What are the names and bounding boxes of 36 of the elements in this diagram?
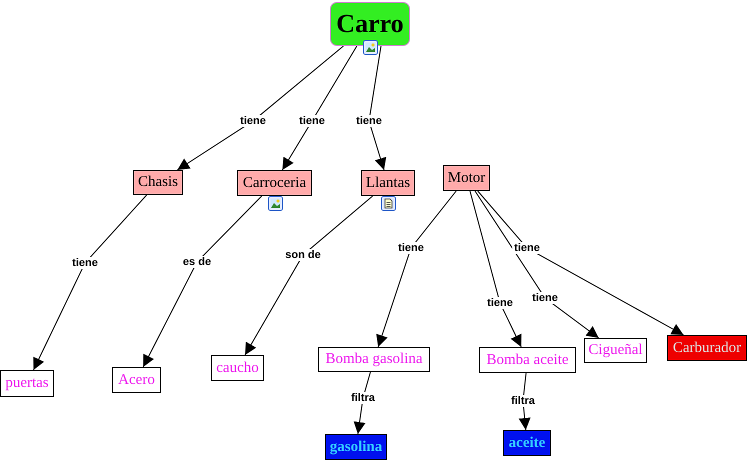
arrow — [474, 190, 600, 338]
edge-label: filtra — [349, 392, 377, 404]
concept-box: Bomba aceite — [479, 347, 576, 373]
concept-box: Bomba gasolina — [318, 347, 430, 372]
concept-box: Cigueñal — [584, 338, 647, 363]
arrow — [142, 196, 262, 368]
arrow — [244, 196, 374, 356]
concept-box: gasolina — [325, 434, 387, 460]
concept-box: Carroceria — [237, 170, 312, 196]
concept-box: puertas — [0, 370, 54, 397]
concept-box: Motor — [443, 165, 490, 191]
edge-label: tiene — [512, 242, 542, 254]
concept-box: Acero — [112, 367, 161, 393]
arrow — [33, 194, 148, 370]
edge-label: tiene — [297, 115, 327, 127]
concept-box: Carro — [330, 2, 410, 46]
arrow — [176, 46, 344, 170]
edge-label: tiene — [530, 292, 560, 304]
arrow — [376, 190, 457, 348]
arrow — [368, 46, 386, 170]
concept-box: caucho — [211, 355, 264, 381]
arrow — [282, 46, 358, 170]
concept-box: aceite — [503, 430, 551, 456]
edge-label: tiene — [354, 115, 384, 127]
edge-label: filtra — [509, 395, 537, 407]
arrow — [469, 190, 522, 348]
edge-label: tiene — [396, 242, 426, 254]
edge-label: son de — [283, 249, 323, 261]
arrow — [477, 190, 684, 336]
edge-label: tiene — [70, 257, 100, 269]
edge-label: tiene — [238, 115, 268, 127]
concept-box: Chasis — [133, 170, 183, 195]
concept-box: Carburador — [667, 335, 747, 361]
edge-label: es de — [180, 256, 214, 268]
edge-label: tiene — [485, 297, 515, 309]
concept-box: Llantas — [361, 170, 415, 196]
